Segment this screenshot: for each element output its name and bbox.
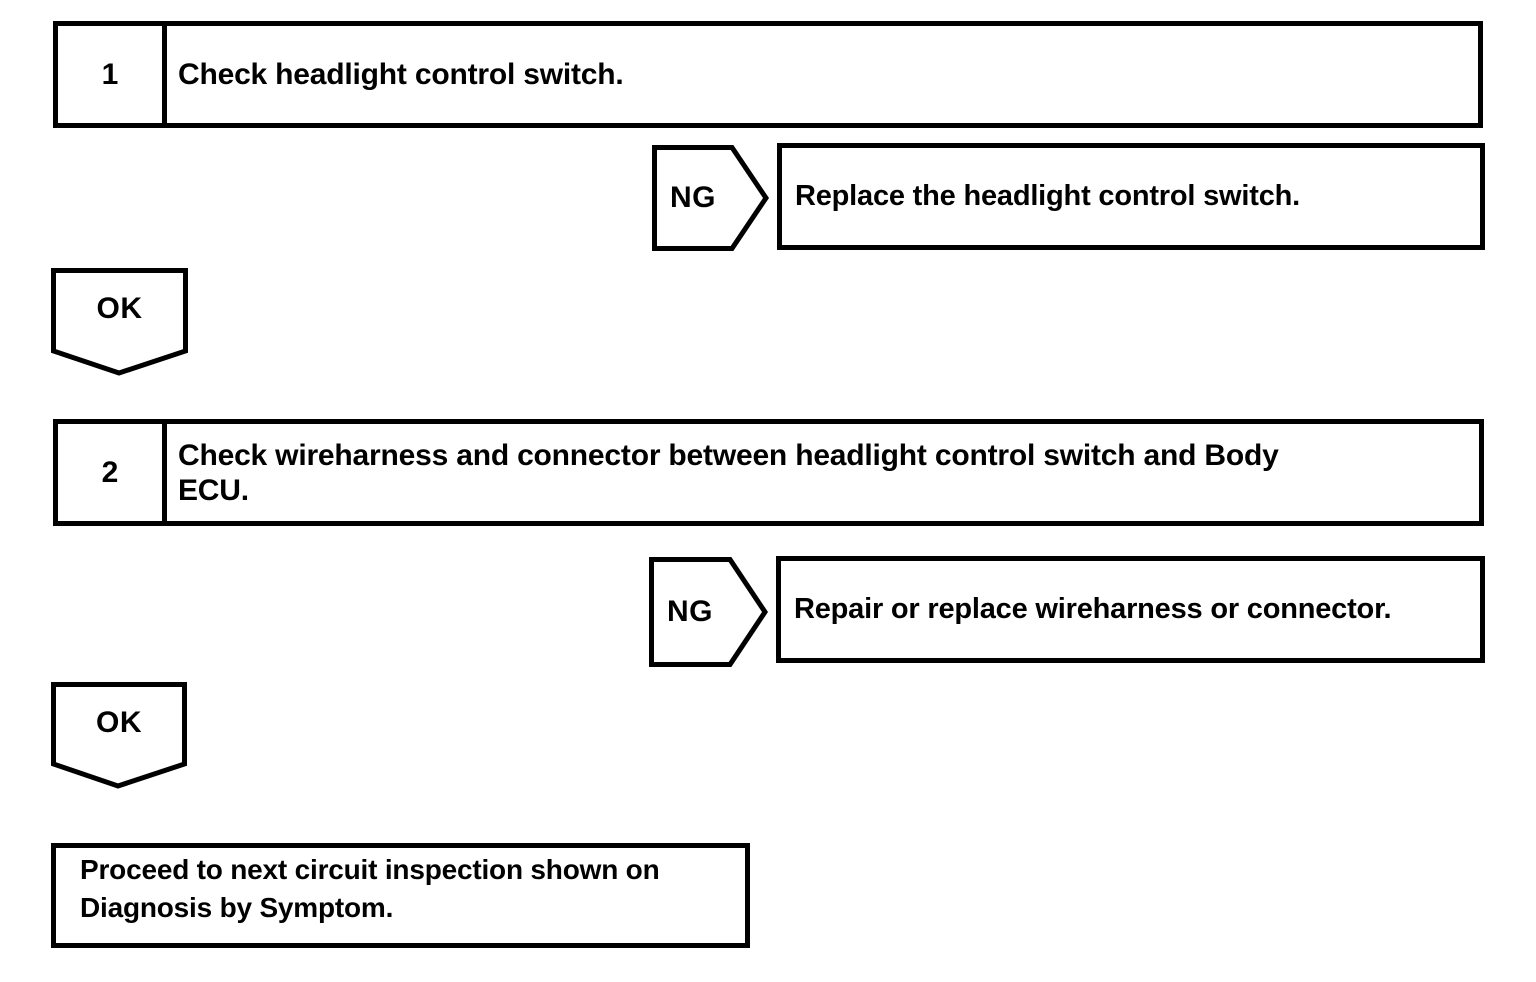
- step-2-number-cell: 2: [58, 424, 167, 521]
- ng-action-1-text: Replace the headlight control switch.: [795, 180, 1301, 212]
- ng-connector-1: NG: [652, 145, 770, 251]
- ng-label-2: NG: [667, 595, 713, 628]
- step-2-number: 2: [101, 455, 119, 489]
- ng-connector-2: NG: [649, 557, 769, 667]
- ok-label-2: OK: [96, 706, 142, 739]
- ng-label-1: NG: [670, 181, 716, 214]
- ok-arrow-icon: [51, 268, 188, 376]
- step-2-instruction-line: Check wireharness and connector between …: [178, 438, 1279, 472]
- ng-action-2-box: Repair or replace wireharness or connect…: [776, 556, 1485, 663]
- ng-action-1-box: Replace the headlight control switch.: [777, 143, 1485, 250]
- step-2-box: 2 Check wireharness and connector betwee…: [53, 419, 1484, 526]
- step-1-instruction: Check headlight control switch.: [167, 26, 1478, 123]
- ok-connector-1: OK: [51, 268, 188, 376]
- conclusion-line: Diagnosis by Symptom.: [80, 892, 394, 923]
- step-1-number: 1: [101, 57, 119, 91]
- step-1-number-cell: 1: [58, 26, 167, 123]
- ok-connector-2: OK: [51, 682, 187, 789]
- ng-arrow-icon: [652, 145, 770, 251]
- ng-action-2-text: Repair or replace wireharness or connect…: [794, 593, 1392, 625]
- ok-arrow-icon: [51, 682, 187, 789]
- step-1-box: 1 Check headlight control switch.: [53, 21, 1483, 128]
- conclusion-line: Proceed to next circuit inspection shown…: [80, 854, 660, 885]
- conclusion-box: Proceed to next circuit inspection shown…: [51, 843, 750, 948]
- step-2-instruction-line: ECU.: [178, 473, 249, 507]
- step-2-instruction: Check wireharness and connector between …: [167, 424, 1479, 521]
- ng-arrow-icon: [649, 557, 769, 667]
- step-1-instruction-line: Check headlight control switch.: [178, 58, 624, 91]
- ok-label-1: OK: [96, 292, 143, 325]
